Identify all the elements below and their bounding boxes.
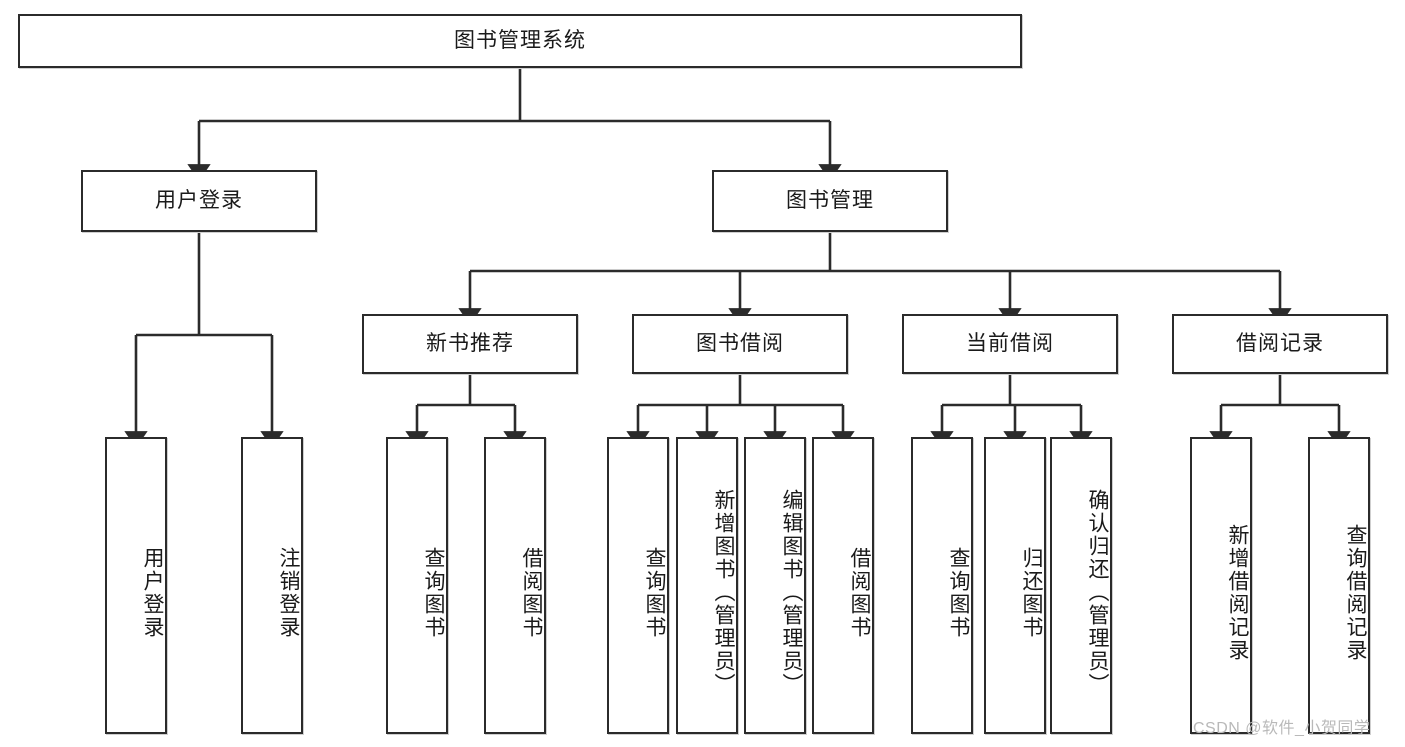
csdn-watermark: CSDN @软件_小贺同学 [1193,720,1371,737]
node-root[interactable]: 图书管理系统 [18,14,1022,68]
node-label: 新增图书（管理员） [712,489,735,696]
node-label: 确认归还（管理员） [1086,489,1109,696]
node-leaf-current-return[interactable]: 归还图书 [984,437,1046,734]
node-label: 新书推荐 [426,332,514,356]
node-leaf-borrow-add[interactable]: 新增图书（管理员） [676,437,738,734]
node-label: 查询借阅记录 [1344,523,1367,662]
node-label: 注销登录 [277,546,300,639]
node-leaf-record-add[interactable]: 新增借阅记录 [1190,437,1252,734]
node-label: 用户登录 [141,546,164,639]
node-label: 图书管理系统 [454,29,586,53]
node-label: 查询图书 [947,546,970,639]
node-label: 图书管理 [786,189,874,213]
node-label: 借阅记录 [1236,332,1324,356]
node-leaf-borrow-do[interactable]: 借阅图书 [812,437,874,734]
node-leaf-record-query[interactable]: 查询借阅记录 [1308,437,1370,734]
node-leaf-borrow-query[interactable]: 查询图书 [607,437,669,734]
node-leaf-new-borrow[interactable]: 借阅图书 [484,437,546,734]
node-label: 查询图书 [422,546,445,639]
node-login[interactable]: 用户登录 [81,170,317,232]
node-label: 查询图书 [643,546,666,639]
node-leaf-new-query[interactable]: 查询图书 [386,437,448,734]
node-borrow[interactable]: 图书借阅 [632,314,848,374]
node-records[interactable]: 借阅记录 [1172,314,1388,374]
node-label: 当前借阅 [966,332,1054,356]
node-label: 借阅图书 [848,546,871,639]
node-current[interactable]: 当前借阅 [902,314,1118,374]
node-bookmgmt[interactable]: 图书管理 [712,170,948,232]
node-leaf-current-query[interactable]: 查询图书 [911,437,973,734]
node-label: 新增借阅记录 [1226,523,1249,662]
node-leaf-user-login[interactable]: 用户登录 [105,437,167,734]
node-leaf-user-logout[interactable]: 注销登录 [241,437,303,734]
node-label: 归还图书 [1020,546,1043,639]
node-label: 借阅图书 [520,546,543,639]
node-leaf-borrow-edit[interactable]: 编辑图书（管理员） [744,437,806,734]
node-label: 用户登录 [155,189,243,213]
node-label: 图书借阅 [696,332,784,356]
node-leaf-current-confirm[interactable]: 确认归还（管理员） [1050,437,1112,734]
node-label: 编辑图书（管理员） [780,489,803,696]
node-newbook[interactable]: 新书推荐 [362,314,578,374]
